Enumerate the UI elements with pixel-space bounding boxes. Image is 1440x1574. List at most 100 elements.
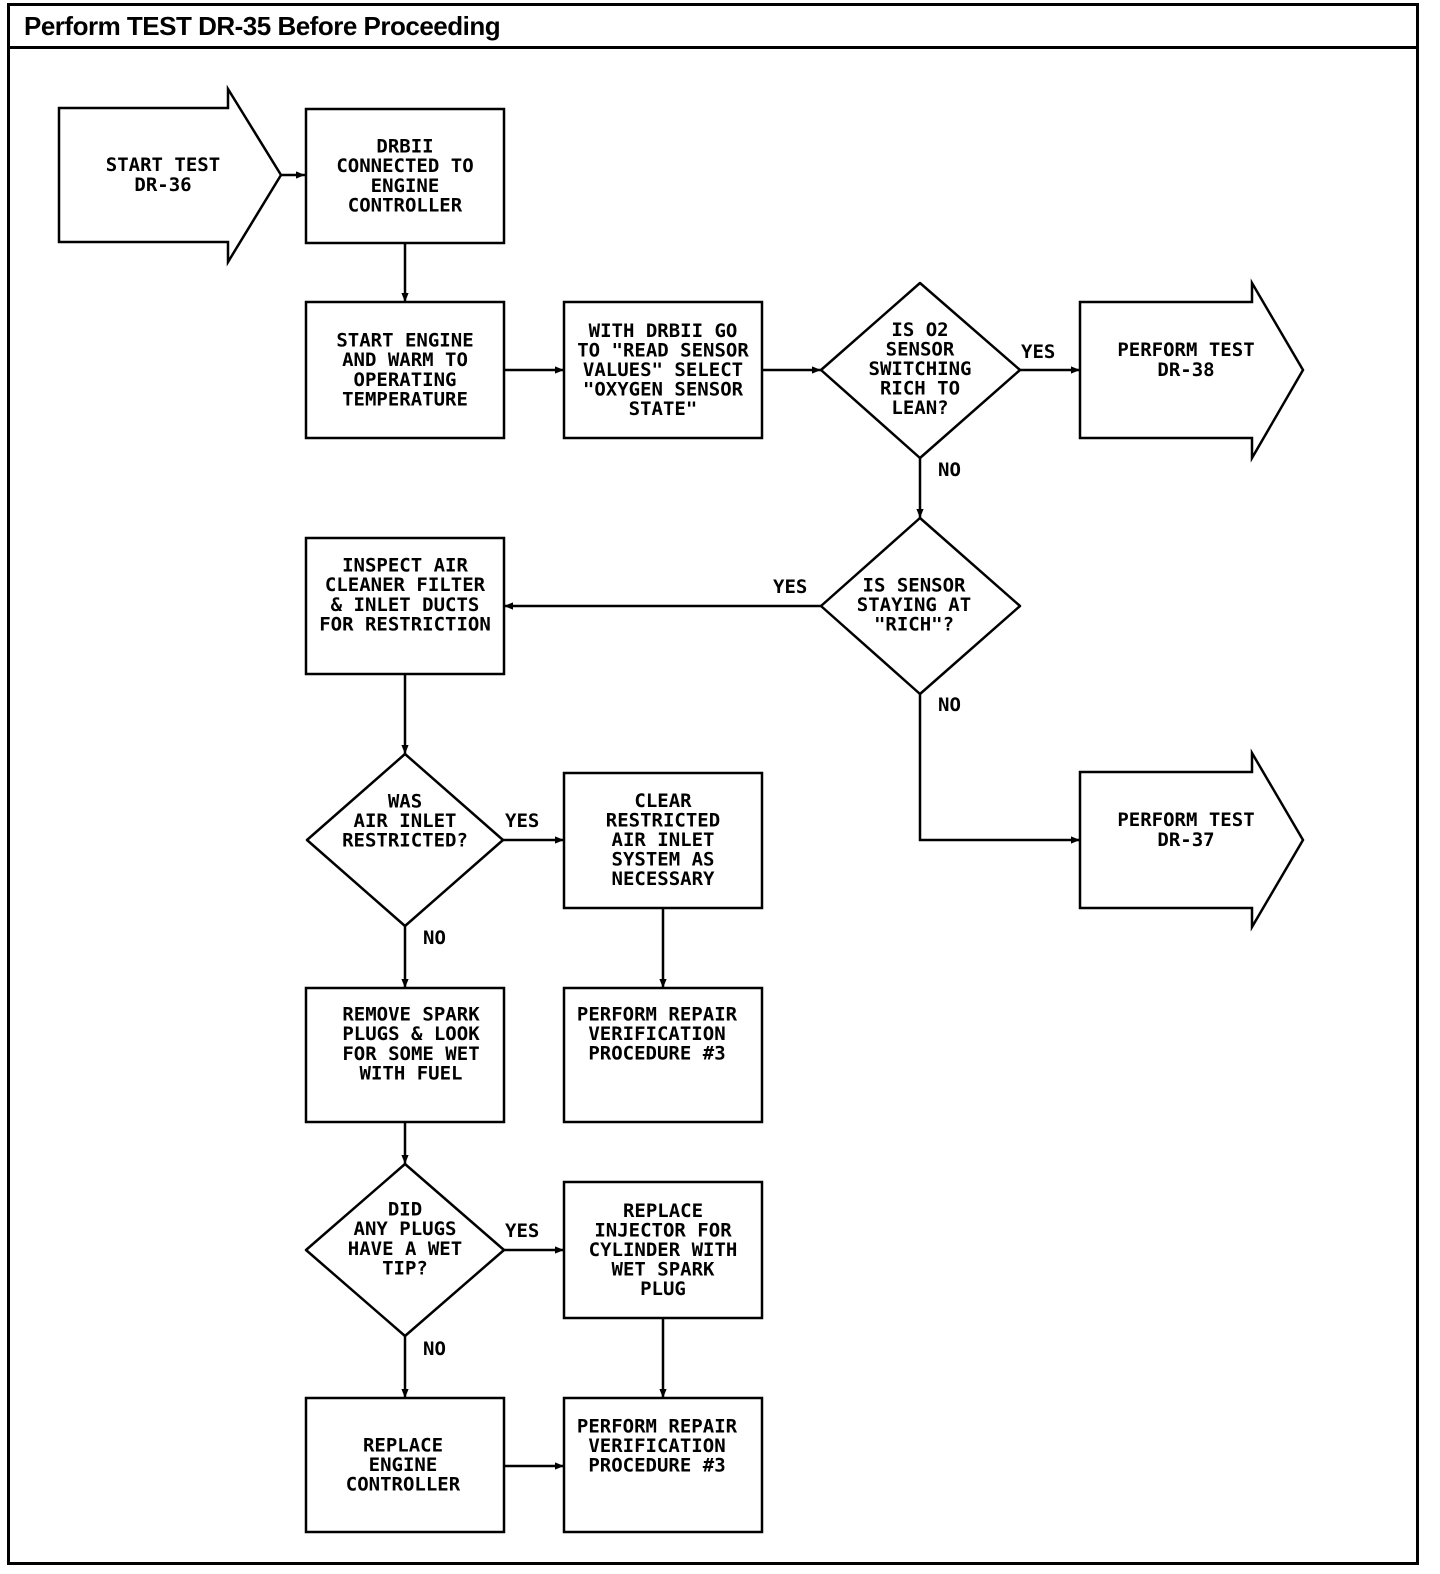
label-line: TIP? bbox=[382, 1257, 428, 1279]
edge-label-wet-yes: YES bbox=[505, 1220, 539, 1242]
edge-label-air-no: NO bbox=[423, 927, 446, 949]
decision-air-restricted bbox=[305, 752, 505, 928]
edge-label-o2-no: NO bbox=[938, 459, 961, 481]
label-line: IS O2 bbox=[891, 319, 948, 341]
label-line: ENGINE bbox=[369, 1454, 438, 1476]
label-line: START TEST bbox=[106, 154, 220, 176]
label-line: LEAN? bbox=[891, 397, 948, 419]
label-line: WAS bbox=[388, 790, 422, 812]
label-line: NECESSARY bbox=[612, 868, 716, 890]
label-line: PERFORM REPAIR bbox=[577, 1415, 738, 1437]
node-clear-restricted bbox=[562, 771, 764, 910]
label-line: TEMPERATURE bbox=[342, 388, 468, 410]
label-line: PROCEDURE #3 bbox=[588, 1043, 725, 1065]
label-line: RICH TO bbox=[880, 378, 960, 400]
label-line: OPERATING bbox=[354, 369, 457, 391]
label-line: AIR INLET bbox=[612, 829, 715, 851]
label-line: REMOVE SPARK bbox=[342, 1004, 480, 1026]
edge-label-rich-no: NO bbox=[938, 694, 961, 716]
node-inspect-air bbox=[304, 536, 506, 676]
label-line: DR-38 bbox=[1157, 359, 1214, 381]
label-line: PLUGS & LOOK bbox=[342, 1023, 480, 1045]
label-line: PROCEDURE #3 bbox=[588, 1455, 725, 1477]
label-line: ENGINE bbox=[371, 175, 440, 197]
label-line: WITH FUEL bbox=[360, 1062, 463, 1084]
label-line: RESTRICTED bbox=[606, 809, 720, 831]
label-line: DR-36 bbox=[134, 174, 191, 196]
label-line: PLUG bbox=[640, 1278, 686, 1300]
label-line: SYSTEM AS bbox=[612, 849, 715, 871]
label-line: VERIFICATION bbox=[588, 1023, 725, 1045]
label-line: START ENGINE bbox=[336, 330, 473, 352]
decision-sensor-rich bbox=[819, 516, 1022, 696]
label-line: REPLACE bbox=[363, 1434, 443, 1456]
label-line: ANY PLUGS bbox=[354, 1218, 457, 1240]
edge-label-rich-yes: YES bbox=[773, 576, 807, 598]
label-line: FOR SOME WET bbox=[342, 1043, 479, 1065]
node-replace-controller bbox=[304, 1396, 506, 1534]
label-line: INSPECT AIR bbox=[342, 555, 468, 577]
edge-label-wet-no: NO bbox=[423, 1338, 446, 1360]
label-line: AND WARM TO bbox=[342, 349, 468, 371]
node-repair-verify-1 bbox=[562, 986, 764, 1124]
node-start-engine bbox=[304, 300, 506, 440]
node-replace-injector bbox=[562, 1180, 764, 1320]
edge-label-o2-yes: YES bbox=[1021, 341, 1055, 363]
label-line: CLEANER FILTER bbox=[325, 574, 486, 596]
label-line: VERIFICATION bbox=[588, 1435, 725, 1457]
header-bar: Perform TEST DR-35 Before Proceeding bbox=[10, 6, 1416, 49]
label-line: CONTROLLER bbox=[346, 1474, 461, 1496]
label-line: FOR RESTRICTION bbox=[319, 613, 491, 635]
label-line: CONNECTED TO bbox=[336, 155, 473, 177]
label-line: DR-37 bbox=[1157, 829, 1214, 851]
perform-dr38-arrow bbox=[1078, 278, 1305, 463]
label-line: DID bbox=[388, 1199, 422, 1221]
label-line: SWITCHING bbox=[869, 358, 972, 380]
node-repair-verify-2 bbox=[562, 1396, 764, 1534]
label-line: PERFORM TEST bbox=[1117, 809, 1254, 831]
diagram-frame: Perform TEST DR-35 Before Proceeding bbox=[7, 3, 1419, 1565]
decision-o2-switching bbox=[819, 281, 1022, 460]
node-drbii-connected bbox=[304, 107, 506, 245]
label-line: TO "READ SENSOR bbox=[577, 339, 749, 361]
label-line: SENSOR bbox=[886, 338, 955, 360]
label-line: & INLET DUCTS bbox=[331, 594, 480, 616]
label-line: HAVE A WET bbox=[348, 1238, 462, 1260]
label-line: WET SPARK bbox=[612, 1259, 716, 1281]
label-line: WITH DRBII GO bbox=[589, 320, 738, 342]
label-line: RESTRICTED? bbox=[342, 830, 468, 852]
label-line: DRBII bbox=[376, 136, 433, 158]
label-line: CYLINDER WITH bbox=[589, 1239, 738, 1261]
label-line: VALUES" SELECT bbox=[583, 359, 743, 381]
label-line: PERFORM TEST bbox=[1117, 339, 1254, 361]
decision-wet-tip bbox=[304, 1162, 506, 1338]
label-line: STAYING AT bbox=[857, 594, 971, 616]
label-line: REPLACE bbox=[623, 1200, 703, 1222]
label-line: IS SENSOR bbox=[863, 574, 967, 596]
label-line: STATE" bbox=[629, 398, 698, 420]
perform-dr37-arrow bbox=[1078, 748, 1305, 932]
label-line: CONTROLLER bbox=[348, 194, 463, 216]
edge-label-air-yes: YES bbox=[505, 810, 539, 832]
label-line: AIR INLET bbox=[354, 810, 457, 832]
page-title: Perform TEST DR-35 Before Proceeding bbox=[24, 11, 501, 41]
label-line: "OXYGEN SENSOR bbox=[583, 379, 744, 401]
connector-rich-no bbox=[918, 694, 1080, 844]
label-line: CLEAR bbox=[634, 790, 692, 812]
